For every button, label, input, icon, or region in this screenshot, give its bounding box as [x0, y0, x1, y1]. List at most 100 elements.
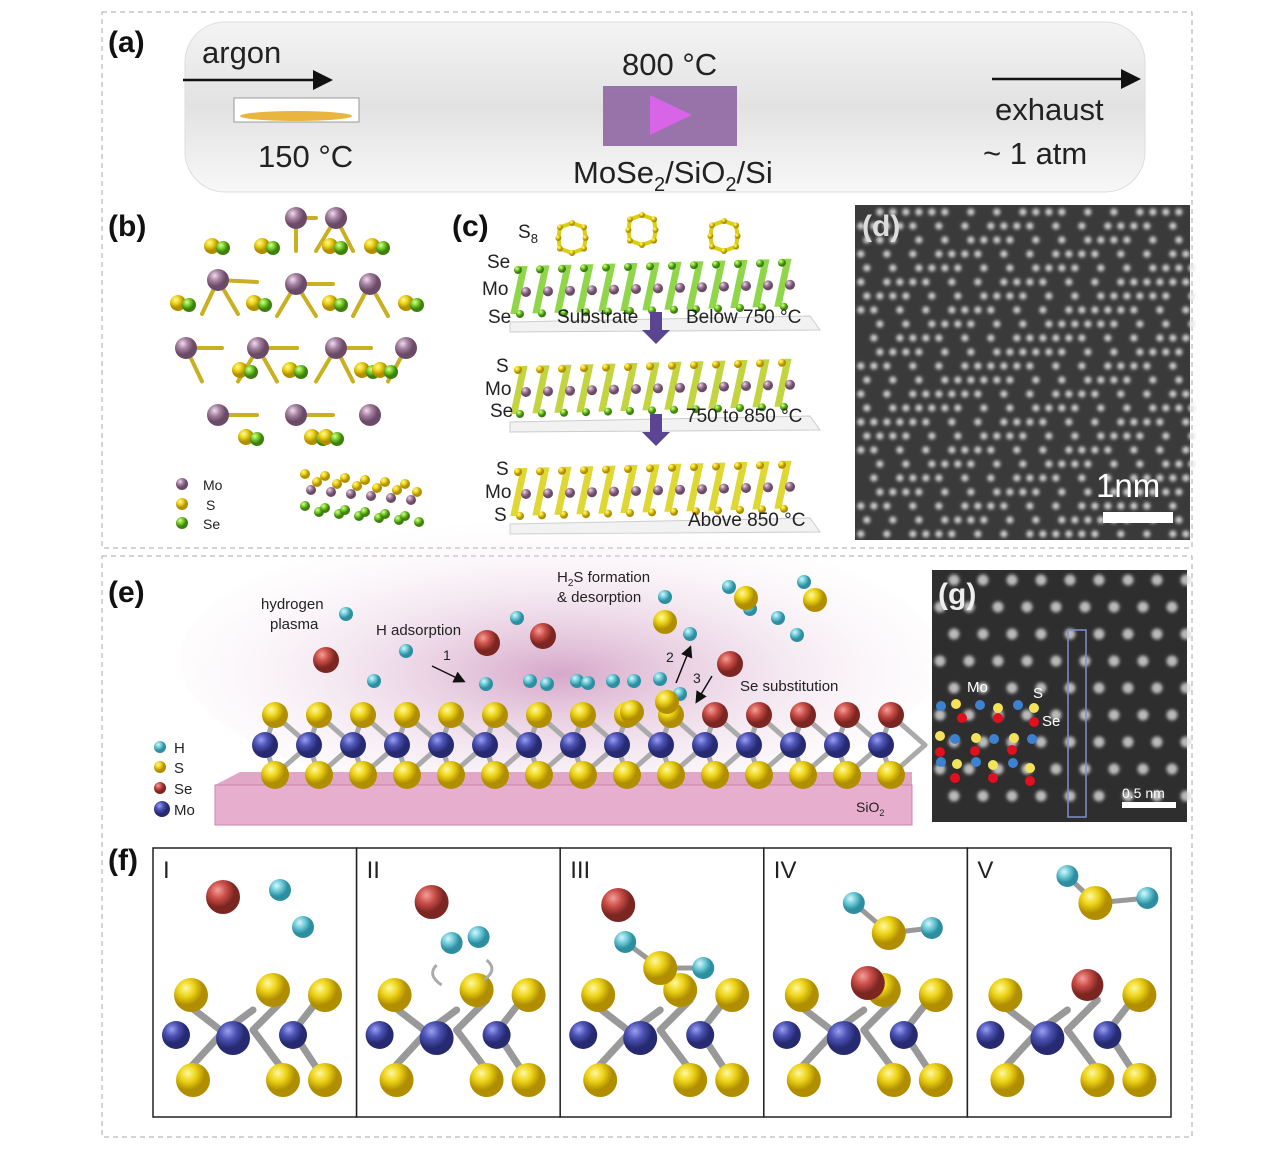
atom-column — [902, 404, 910, 412]
s-atom — [481, 761, 509, 789]
atom-column — [1078, 334, 1086, 342]
atom-column — [954, 376, 962, 384]
h-atom — [339, 607, 353, 621]
se-atom — [850, 966, 885, 1000]
s-atom — [708, 222, 715, 229]
prism — [642, 362, 660, 411]
atom-column — [1093, 736, 1105, 748]
mo-atom — [631, 486, 641, 496]
atom-column — [1032, 264, 1040, 272]
bottom-atom — [648, 406, 656, 415]
atom-column — [934, 655, 946, 667]
s-atom — [643, 951, 678, 985]
prism — [708, 462, 726, 511]
atom-column — [1026, 222, 1034, 230]
top-atom — [756, 259, 764, 268]
rotation-arrow — [431, 963, 443, 987]
top-atom — [624, 363, 632, 371]
legend-se-icon — [176, 517, 188, 529]
step-label: IV — [774, 857, 797, 884]
s-atom — [715, 978, 750, 1012]
free-atoms — [313, 575, 827, 724]
s-atom — [256, 973, 290, 1007]
s-atom — [1078, 886, 1113, 920]
atom-column — [993, 236, 1001, 244]
s-atom — [400, 479, 410, 489]
prism — [774, 358, 792, 407]
atom-column — [1058, 320, 1066, 328]
panel-d: (d) 1nm — [855, 205, 1196, 540]
atom-column — [1180, 790, 1192, 802]
atom-column — [1093, 574, 1105, 586]
top-atom — [624, 263, 632, 271]
atom-column — [1021, 601, 1033, 613]
atom-column — [1032, 516, 1040, 524]
atom-column — [1000, 250, 1008, 258]
atom-column — [1104, 222, 1112, 230]
mo-atom — [340, 732, 366, 758]
h-atom — [722, 580, 736, 594]
s-atom — [306, 702, 332, 728]
atom-column — [1156, 418, 1164, 426]
atom-column — [1026, 474, 1034, 482]
mo-atom — [785, 379, 795, 390]
mo-atom — [976, 1021, 1005, 1049]
s-atom — [322, 295, 338, 311]
atom-column — [902, 460, 910, 468]
atom-column — [1032, 348, 1040, 356]
atom-column — [1035, 574, 1047, 586]
atom-column — [1143, 390, 1151, 398]
se-atom — [216, 241, 230, 255]
atom-column — [1052, 530, 1060, 538]
s-atom — [620, 700, 644, 724]
se-atom — [1071, 969, 1104, 1001]
prism — [730, 260, 748, 308]
top-atom — [580, 264, 588, 273]
atom-column — [954, 432, 962, 440]
atom-column — [1058, 236, 1066, 244]
condition-label: 750 to 850 °C — [686, 406, 802, 427]
top-atom — [514, 468, 522, 476]
prism — [686, 361, 704, 410]
bottom-atom — [582, 308, 590, 317]
s-atom — [261, 761, 289, 789]
mo-atom — [406, 495, 416, 505]
bottom-atom — [560, 408, 568, 417]
h-atom — [692, 957, 715, 979]
atom-column — [1110, 348, 1118, 356]
prism — [708, 360, 726, 409]
top-atom — [690, 261, 698, 270]
prism — [752, 359, 770, 408]
atom-marker — [957, 713, 967, 723]
mo-atom — [285, 273, 307, 295]
panel-c: (c) S8 Se Mo Se Substrate Below 750 °C S… — [452, 210, 821, 535]
atom-marker — [975, 700, 985, 710]
s-atom — [734, 233, 741, 239]
bottom-atom — [692, 405, 700, 414]
rotation-arrow — [482, 958, 494, 982]
atom-column — [915, 236, 923, 244]
prism — [576, 466, 594, 515]
mo-atom — [565, 487, 575, 498]
atom-column — [1091, 250, 1099, 258]
atom-column — [1006, 574, 1018, 586]
atom-column — [876, 320, 884, 328]
atom-column — [993, 376, 1001, 384]
atom-column — [1136, 348, 1144, 356]
atom-column — [935, 502, 943, 510]
atom-column — [1091, 418, 1099, 426]
s-label: S — [1033, 685, 1043, 702]
atom-column — [1104, 502, 1112, 510]
atom-column — [1130, 502, 1138, 510]
atom-column — [928, 292, 936, 300]
atom-column — [1182, 474, 1190, 482]
atom-column — [1180, 628, 1192, 640]
atom-column — [1143, 530, 1151, 538]
s-atom — [734, 586, 758, 610]
atom-column — [1058, 208, 1066, 216]
mo-atom — [587, 487, 597, 498]
atom-column — [1175, 264, 1183, 272]
atom-column — [1149, 208, 1157, 216]
se-atom — [601, 888, 636, 922]
